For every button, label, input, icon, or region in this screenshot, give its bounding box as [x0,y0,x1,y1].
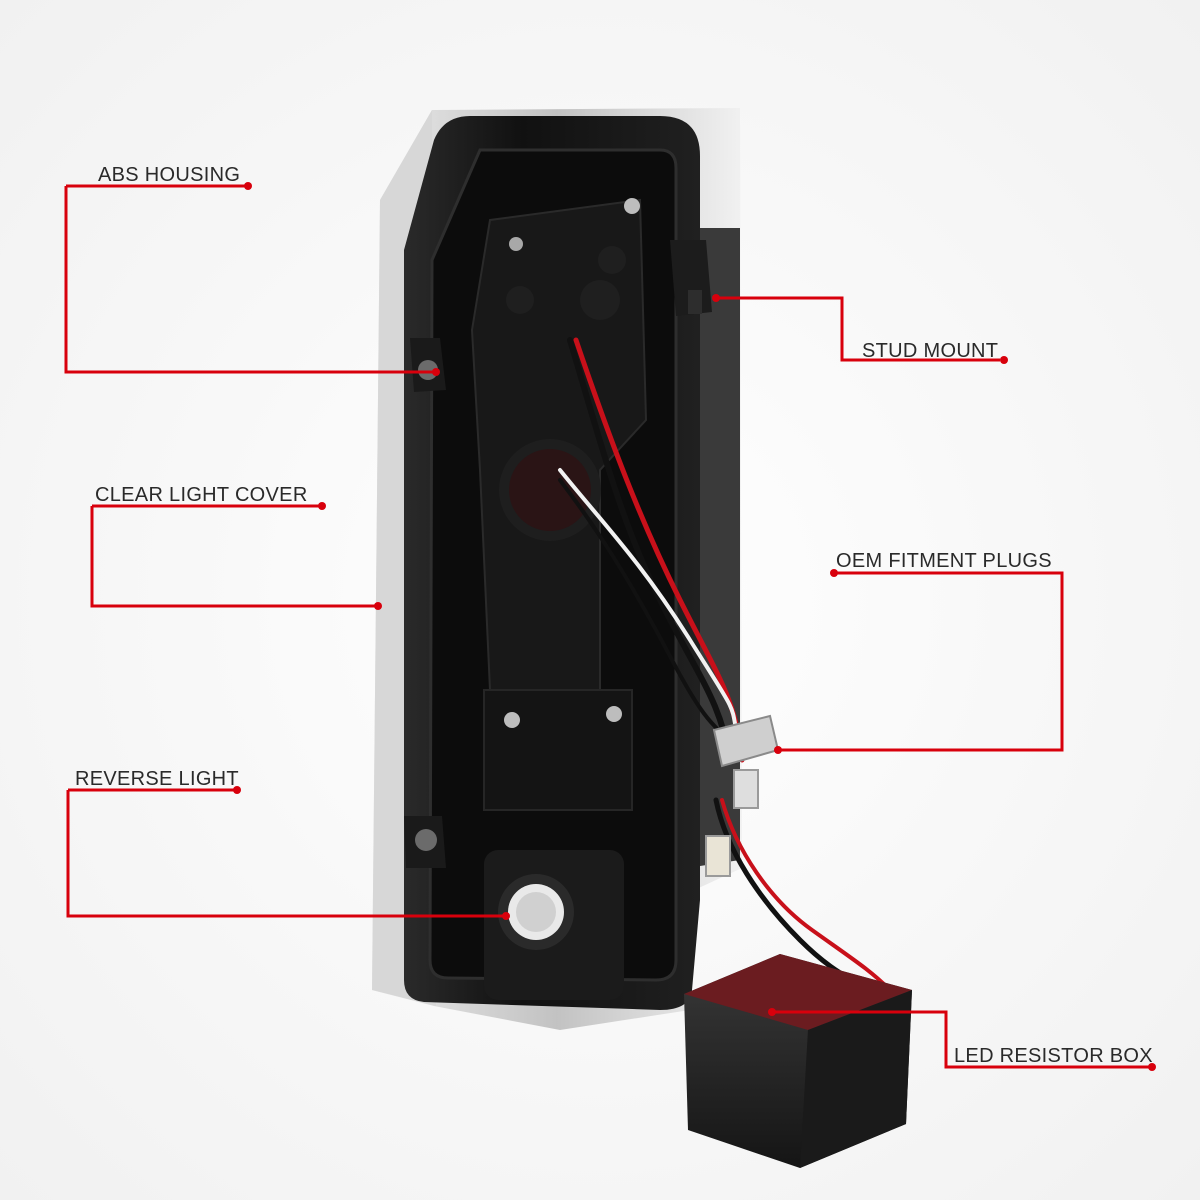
reverse-light-leader-line [66,790,506,918]
abs-housing-shape [404,116,712,1010]
led-resistor-box-shape [684,954,912,1168]
led-resistor-box-label: LED RESISTOR BOX [954,1045,1153,1067]
abs-housing-leader-line [64,186,434,374]
stud-mount-label: STUD MOUNT [862,340,999,362]
clear-light-cover-label: CLEAR LIGHT COVER [95,484,308,506]
reverse-light-label: REVERSE LIGHT [75,768,239,790]
callout-lines [64,182,1156,1071]
oem-fitment-plugs-label: OEM FITMENT PLUGS [836,550,1052,572]
stud-mount-leader-line [716,296,1000,362]
abs-housing-label: ABS HOUSING [98,164,241,186]
led-resistor-box-leader-line [772,1010,1152,1069]
oem-fitment-plugs-leader-line [778,571,1064,752]
clear-light-cover-leader-line [90,506,378,608]
oem-fitment-plug-shapes [705,714,780,877]
wiring-harness [558,337,892,1003]
